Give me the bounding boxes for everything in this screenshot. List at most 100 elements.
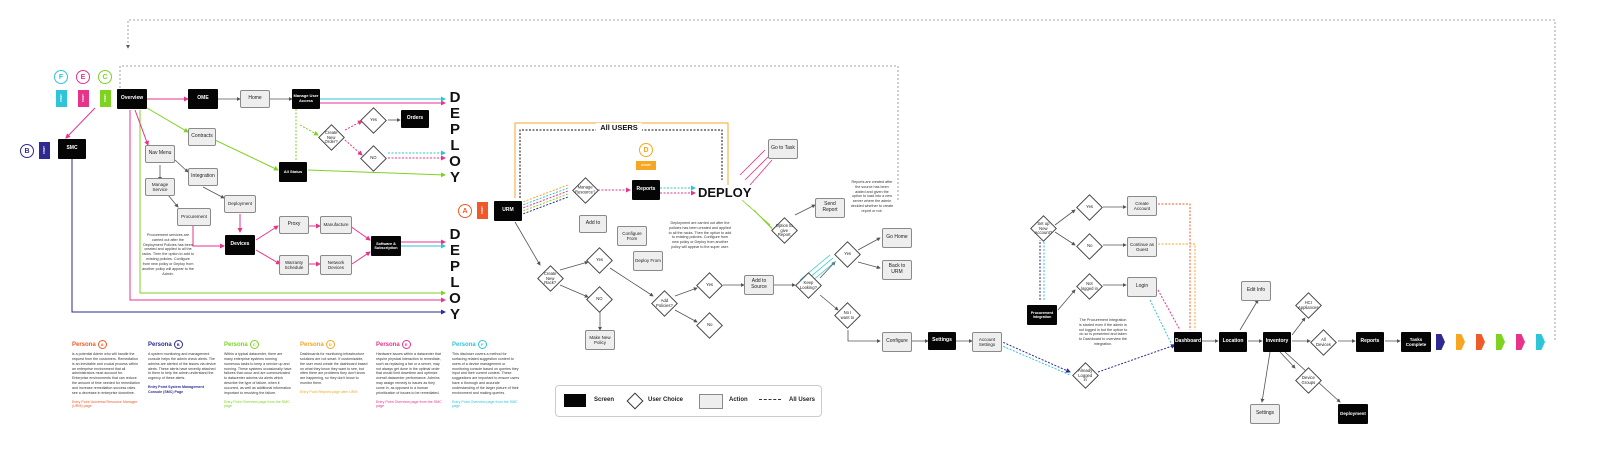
software-subscription-screen[interactable]: Software & Subscription [371,236,401,256]
edit-info-action[interactable]: Edit Info [1241,281,1271,301]
persona-b-text: A system monitoring and management conso… [148,352,216,381]
persona-c-badge: C [249,340,259,349]
deploy-col2-d: D [449,226,461,243]
persona-f-entry: Entry Point Overview page from the SMC p… [452,399,518,409]
go-to-task-action[interactable]: Go to Task [768,139,798,159]
nav-menu-action[interactable]: Nav Menu [145,145,175,163]
network-devices-action[interactable]: Network Devices [320,255,352,275]
procurement-action[interactable]: Procurement [177,208,211,226]
end-tag-f [1536,334,1545,350]
add-policies-label: Add Policies? [656,297,673,308]
warranty-schedule-action[interactable]: Warranty Schedule [279,255,309,275]
deploy-column-1: D E P L O Y [448,90,462,186]
persona-c-entry: Entry Point Overview page from the SMC p… [224,399,290,409]
deploy-col2-y: Y [449,306,460,323]
create-new-rack-label: Create New Rack? [544,270,557,285]
configure-from-action[interactable]: Configure From [617,226,647,246]
make-new-policy-action[interactable]: Make New Policy [585,330,615,350]
proxy-action[interactable]: Proxy [279,216,309,234]
persona-d-badge: D [325,340,335,349]
deployment-screen[interactable]: Deployment [1338,404,1368,424]
settings-action[interactable]: Settings [1250,404,1280,424]
orders-screen[interactable]: Orders [401,110,429,128]
persona-e-title: Persona [376,341,400,348]
devices-screen[interactable]: Devices [225,235,255,255]
create-account-action[interactable]: Create Account [1127,196,1157,216]
start-tag-d: START [636,161,656,170]
start-tag-b: START [39,142,50,159]
reports-screen-end[interactable]: Reports [1356,332,1384,352]
settings-screen-mid[interactable]: Settings [928,332,956,350]
no-i-want-to-label: No I want to [840,309,855,320]
persona-d-entry: Entry Point Reports page after URM [300,389,358,394]
home-action[interactable]: Home [240,90,270,108]
deploy-col1-e: E [449,105,460,122]
legend-all-users-label: All Users [789,397,816,403]
smc-screen[interactable]: SMC [58,139,86,159]
persona-a-title: Persona [72,341,96,348]
send-report-action[interactable]: Send Report [815,198,845,218]
inventory-screen[interactable]: Inventory [1263,332,1291,352]
all-devices-label: All Devices [1316,336,1331,347]
tasks-complete-screen[interactable]: Tasks Complete [1401,332,1431,352]
not-logged-in-label: Not logged in [1081,280,1098,291]
persona-circle-b: B [20,144,34,158]
all-status-screen[interactable]: All Status [279,162,307,182]
procurement-integration-note: The Procurement Integration is started e… [1078,318,1128,347]
create-new-order-label: Create New Order? [324,129,339,144]
procurement-integration-screen[interactable]: Procurement Integration [1027,305,1057,325]
persona-circle-c: C [98,70,112,84]
back-to-urm-action[interactable]: Back to URM [882,260,912,280]
deploy-col2-o: O [449,290,461,307]
manage-resource-label: Manage Resource? [575,184,596,195]
deploy-column-2: D E P L O Y [448,227,462,323]
manufacture-action[interactable]: Manufacture [320,216,352,234]
reports-screen-mid[interactable]: Reports [632,180,660,200]
manage-user-access-screen[interactable]: Manage User Access [292,89,320,109]
urm-screen[interactable]: URM [494,201,522,221]
ome-screen[interactable]: OME [188,89,218,109]
go-home-action[interactable]: Go Home [882,228,912,248]
reports-note: Reports are created after the source has… [850,180,894,213]
deploy-col1-o: O [449,153,461,170]
login-action[interactable]: Login [1127,277,1157,297]
deployment-action[interactable]: Deployment [224,195,256,213]
persona-circle-d: D [639,143,653,157]
add-to-source-action[interactable]: Add to Source [744,275,774,295]
keep-looking-label: Keep Looking? [800,279,817,290]
start-tag-a: START [477,202,488,219]
integration-action[interactable]: Integration [188,168,218,186]
continue-as-guest-action[interactable]: Continue as Guest [1127,237,1157,257]
dashboard-screen[interactable]: Dashboard [1174,332,1202,352]
legend-screen-label: Screen [594,397,615,403]
add-to-action[interactable]: Add to [579,215,607,233]
no-choice-5-label: No [1086,243,1093,249]
location-screen[interactable]: Location [1219,332,1247,352]
overview-screen[interactable]: Overview [117,89,147,109]
persona-circle-a: A [458,204,472,218]
hci-appliances-label: HCI Appliances [1298,299,1319,310]
no-choice-2-label: NO [596,296,603,302]
end-tag-c [1496,334,1505,350]
deploy-from-action[interactable]: Deploy From [633,251,663,271]
deploy-col2-p: P [449,258,460,275]
account-settings-action[interactable]: Account Settings [972,332,1002,352]
persona-b-title: Persona [148,341,172,348]
deploy-col1-d: D [449,89,461,106]
yes-choice-4-label: Yes [844,251,851,257]
contracts-action[interactable]: Contracts [188,128,216,146]
end-tag-b [1436,334,1445,350]
manage-service-action[interactable]: Manage Service [145,178,175,196]
persona-circle-f: F [54,70,68,84]
configure-action[interactable]: Configure [882,332,912,352]
all-users-label: All USERS [596,123,642,133]
no-choice-1-label: NO [370,155,377,161]
